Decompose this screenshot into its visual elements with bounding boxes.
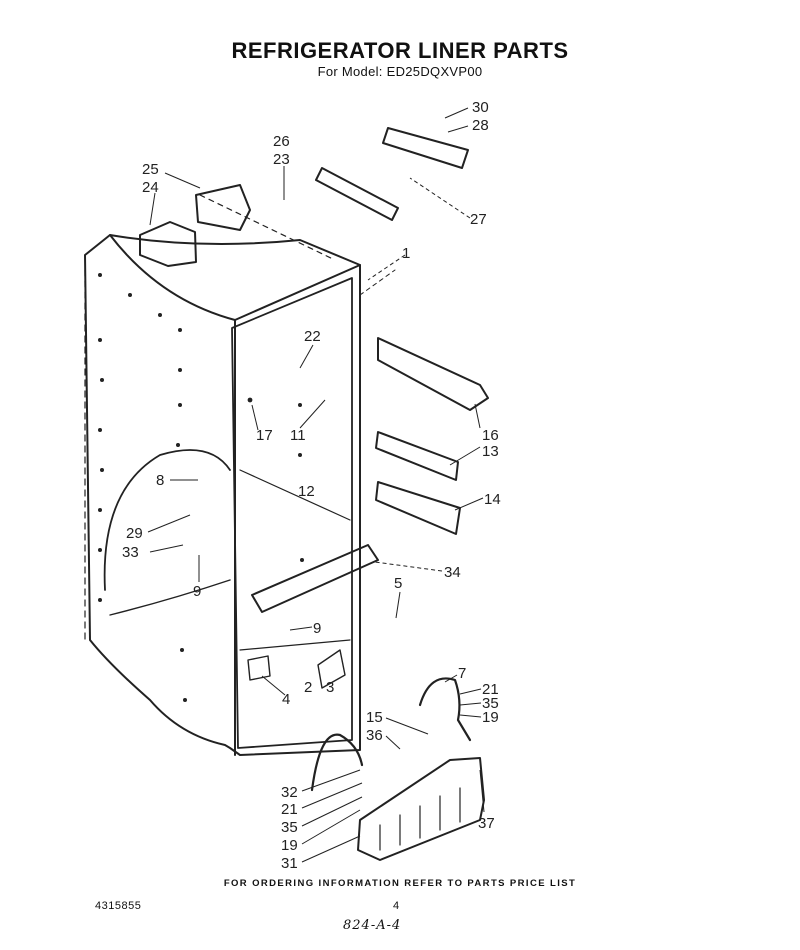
rail-34 [251,544,379,613]
callout-11: 11 [290,427,306,444]
callout-22: 22 [304,328,321,345]
callout-32: 32 [281,784,298,801]
ordering-note: FOR ORDERING INFORMATION REFER TO PARTS … [223,878,577,889]
callout-14: 14 [484,491,501,508]
reservoir-31 [357,757,485,861]
callout-13: 13 [482,443,499,460]
shelf-16 [377,337,489,411]
housing-24 [139,221,197,267]
page-number: 4 [393,900,400,912]
shelf-14 [375,481,461,535]
callout-28: 28 [472,117,489,134]
callout-35-left: 35 [281,819,298,836]
callout-24: 24 [142,179,159,196]
bracket-4 [247,655,271,681]
callout-30: 30 [472,99,489,116]
callout-12: 12 [298,483,315,500]
housing-25 [195,184,251,231]
callout-15: 15 [366,709,383,726]
callout-19-left: 19 [281,837,298,854]
callout-3: 3 [326,679,334,696]
callout-36: 36 [366,727,383,744]
callout-26: 26 [273,133,290,150]
callout-33: 33 [122,544,139,561]
callout-5: 5 [394,575,402,592]
callout-34: 34 [444,564,461,581]
liner-cabinet [84,234,361,756]
callout-25: 25 [142,161,159,178]
callout-2: 2 [304,679,312,696]
callout-1: 1 [402,245,410,262]
callout-8: 8 [156,472,164,489]
callout-4: 4 [282,691,290,708]
tube-32 [310,733,364,792]
callout-16: 16 [482,427,499,444]
model-subtitle: For Model: ED25DQXVP00 [317,64,483,79]
top-bracket-27 [315,167,399,221]
callout-35-right: 35 [482,695,499,712]
callout-29: 29 [126,525,143,542]
tube-7 [418,677,472,742]
handwritten-note: 824-A-4 [343,918,402,933]
page-title: REFRIGERATOR LINER PARTS [231,38,569,63]
bracket-2 [317,649,346,689]
callout-27: 27 [470,211,487,228]
callout-7: 7 [458,665,466,682]
callout-31: 31 [281,855,298,872]
callout-37: 37 [478,815,495,832]
callout-9-left: 9 [193,583,201,600]
callout-23: 23 [273,151,290,168]
callout-21-left: 21 [281,801,298,818]
part-number: 4315855 [95,900,142,912]
shelf-13 [375,431,459,481]
callout-9-lower: 9 [313,620,321,637]
top-bracket-28 [382,127,469,169]
callout-19-right: 19 [482,709,499,726]
callout-17: 17 [256,427,273,444]
callout-21-right: 21 [482,681,499,698]
